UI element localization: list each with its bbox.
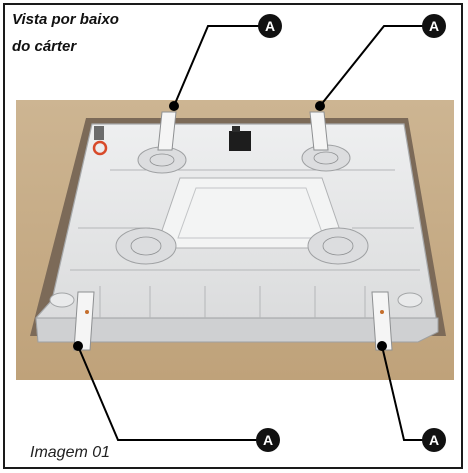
wire-connector: [92, 140, 108, 156]
leader-dot-top-left: [169, 101, 179, 111]
leader-dot-bottom-right: [377, 341, 387, 351]
leader-dot-bottom-left: [73, 341, 83, 351]
caption-line-1: Vista por baixo: [12, 11, 119, 28]
callout-letter: A: [263, 432, 273, 448]
callout-letter: A: [265, 18, 275, 34]
callout-bottom-left: A: [256, 428, 280, 452]
figure-frame: [3, 3, 463, 469]
image-label: Imagem 01: [30, 444, 111, 461]
callout-bottom-right: A: [422, 428, 446, 452]
connector-box: [229, 131, 251, 151]
brackets: [73, 111, 393, 351]
leader-dot-top-right: [315, 101, 325, 111]
plate-front-edge: [35, 317, 439, 343]
callout-top-left: A: [258, 14, 282, 38]
callout-top-right: A: [422, 14, 446, 38]
callout-letter: A: [429, 432, 439, 448]
caption-line-2: do cárter: [12, 38, 77, 55]
callout-letter: A: [429, 18, 439, 34]
corner-feet: [49, 292, 423, 308]
mount-bosses: [115, 144, 369, 265]
leader-lines: [77, 25, 426, 441]
